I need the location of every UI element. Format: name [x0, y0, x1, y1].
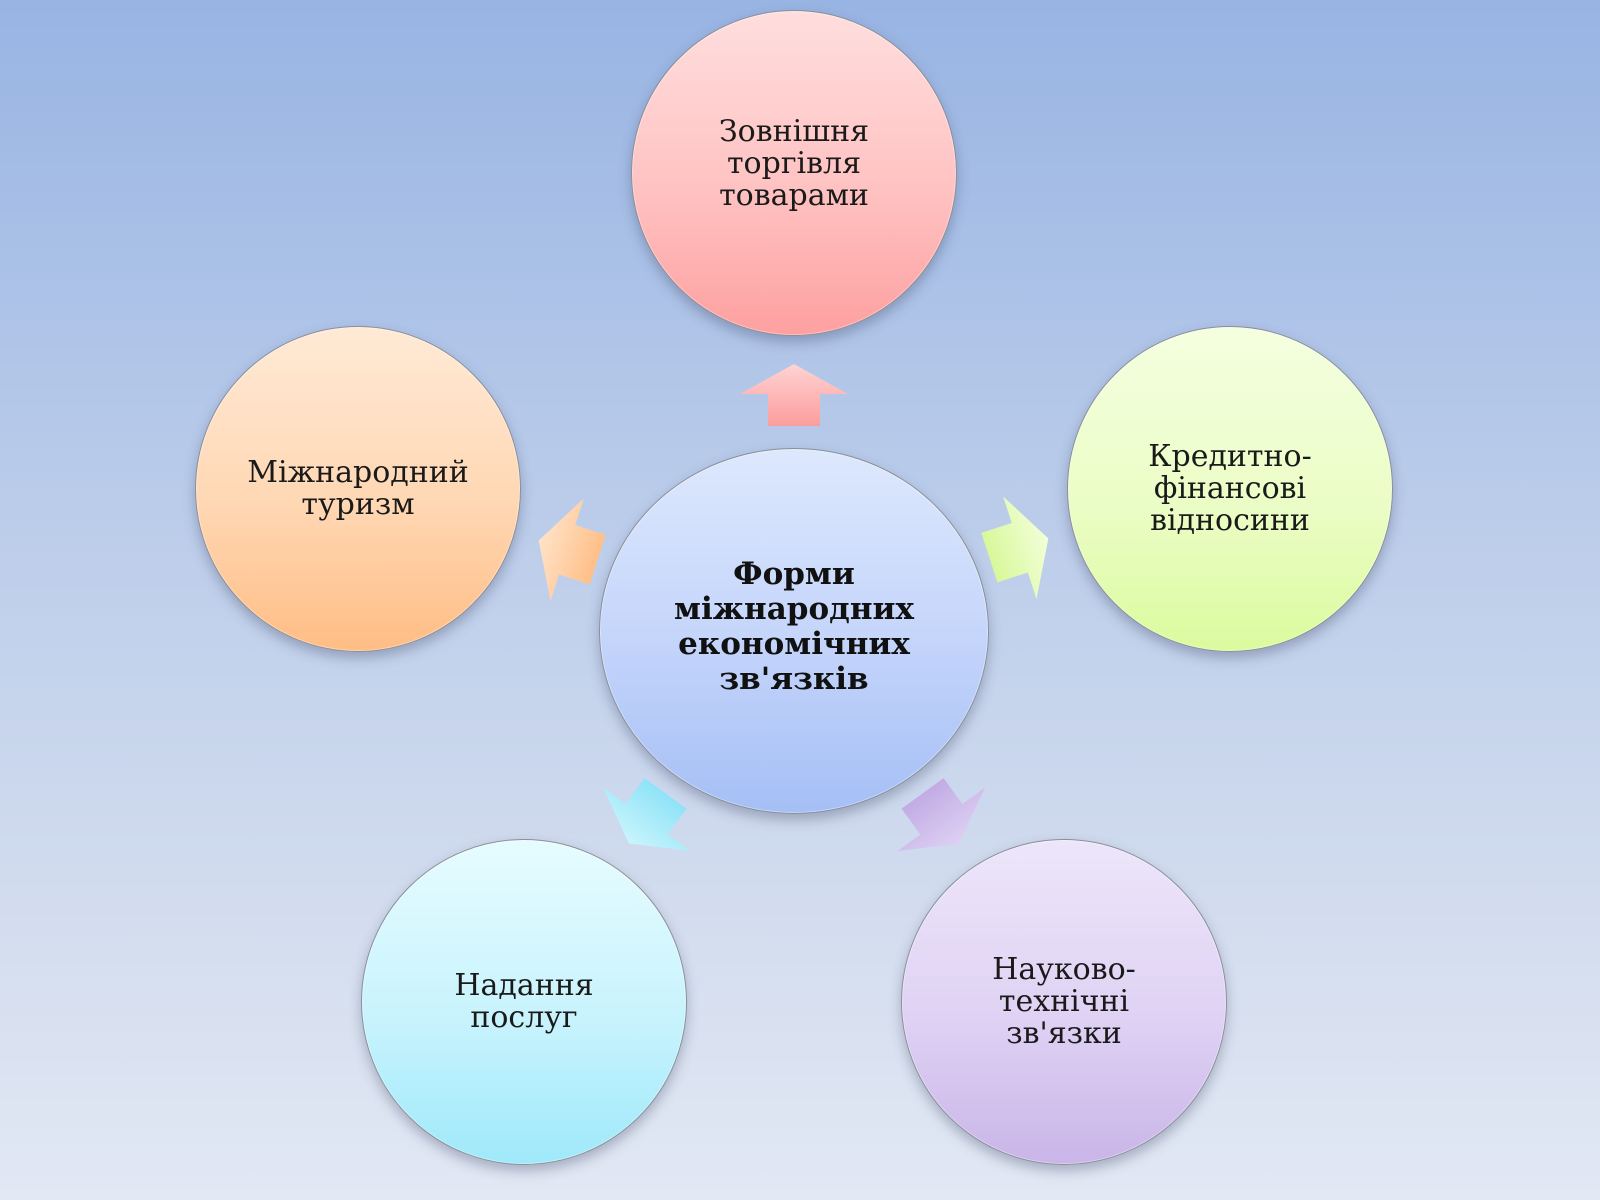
arrow-to-bottom-left [602, 778, 691, 851]
arrow-to-left [538, 498, 606, 602]
arrow-to-bottom-right [897, 778, 986, 851]
arrow-to-top [740, 364, 848, 426]
center-node: Форми міжнародних економічних зв'язків [599, 448, 989, 814]
node-bottom-right-label: Науково- технічні зв'язки [992, 952, 1136, 1051]
center-node-label: Форми міжнародних економічних зв'язків [674, 556, 914, 697]
node-left-label: Міжнародний туризм [247, 455, 469, 522]
node-bottom-left: Надання послуг [361, 839, 687, 1165]
node-right: Кредитно- фінансові відносини [1067, 326, 1393, 652]
node-top: Зовнішня торгівля товарами [631, 10, 957, 336]
node-top-label: Зовнішня торгівля товарами [718, 114, 870, 213]
node-bottom-right: Науково- технічні зв'язки [901, 839, 1227, 1165]
node-right-label: Кредитно- фінансові відносини [1148, 439, 1312, 538]
node-bottom-left-label: Надання послуг [454, 968, 594, 1035]
arrow-to-right [981, 496, 1049, 600]
node-left: Міжнародний туризм [195, 326, 521, 652]
